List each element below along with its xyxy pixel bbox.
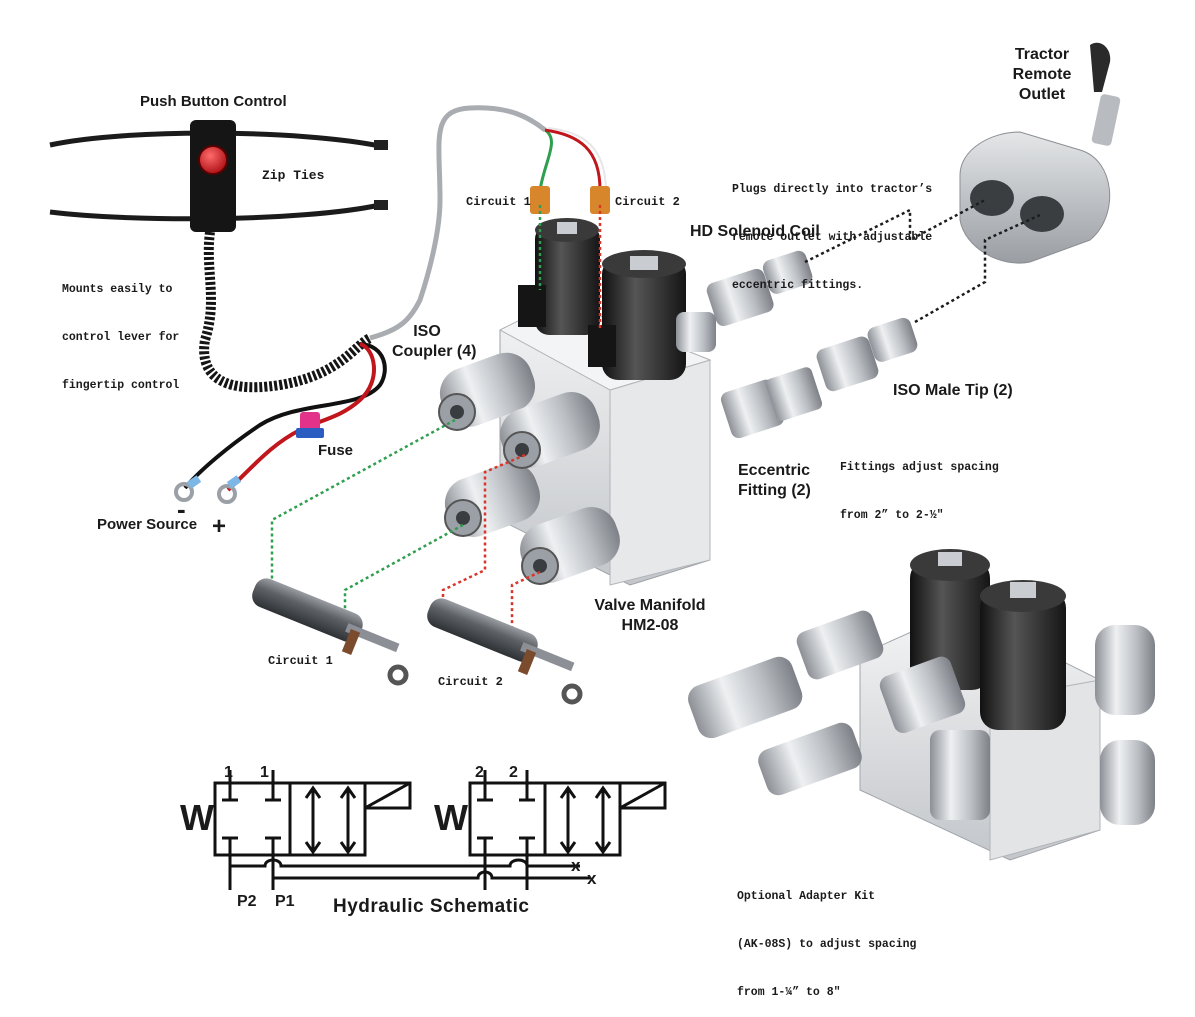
hydraulic-schematic xyxy=(213,770,667,890)
schematic-port-v2-a: 2 xyxy=(475,764,484,781)
grey-cable xyxy=(369,105,547,341)
eccentric-fitting xyxy=(720,367,823,439)
push-button-control xyxy=(49,105,547,393)
tractor-outlet-label-line-2: Remote xyxy=(1012,66,1072,83)
plugs-note-line-1: Plugs directly into tractor’s xyxy=(732,183,933,196)
valve-manifold-label-line-2: HM2-08 xyxy=(621,617,679,634)
iso-coupler-label: ISO Coupler (4) xyxy=(392,322,477,362)
adapter-note-line-1: Optional Adapter Kit xyxy=(737,890,876,903)
power-wiring xyxy=(174,342,387,504)
connector-wires xyxy=(530,127,610,214)
push-button-label: Push Button Control xyxy=(140,93,287,110)
adapter-note: Optional Adapter Kit (AK-08S) to adjust … xyxy=(737,857,916,1017)
schematic-port-v1-a: 1 xyxy=(224,764,233,781)
tractor-remote-outlet xyxy=(959,42,1121,264)
adapter-note-line-2: (AK-08S) to adjust spacing xyxy=(737,938,917,951)
cylinder2-label: Circuit 2 xyxy=(438,675,503,689)
solenoid-coil-2 xyxy=(602,258,686,380)
mounts-note: Mounts easily to control lever for finge… xyxy=(62,250,179,410)
valve-manifold-label: Valve Manifold HM2-08 xyxy=(590,596,710,636)
iso-coupler-label-line-2: Coupler (4) xyxy=(392,343,477,360)
schematic-title: Hydraulic Schematic xyxy=(333,896,530,917)
eccentric-fitting-label-line-2: Fitting (2) xyxy=(738,482,811,499)
eccentric-fitting-label-line-1: Eccentric xyxy=(738,462,811,479)
fuse-label: Fuse xyxy=(318,442,354,459)
circuit1-connector xyxy=(530,186,550,214)
outlet-lever xyxy=(1090,42,1111,92)
schematic-x1: x xyxy=(571,856,581,875)
valve-manifold-label-line-1: Valve Manifold xyxy=(594,597,706,614)
fittings-note-line-1: Fittings adjust spacing xyxy=(840,461,999,474)
schematic-x2: x xyxy=(587,869,597,888)
zip-tie-head-top xyxy=(374,140,388,150)
adapter-kit-manifold xyxy=(688,549,1155,861)
schematic-p1: P1 xyxy=(275,893,295,910)
positive-terminal xyxy=(217,484,237,504)
adapter-note-line-3: from 1-¼” to 8" xyxy=(737,986,841,999)
plugs-note-line-2: remote outlet with adjustable xyxy=(732,231,933,244)
tractor-outlet-label-line-1: Tractor xyxy=(1014,46,1070,63)
button-housing xyxy=(190,120,236,232)
hd-solenoid-label: HD Solenoid Coil xyxy=(690,223,820,240)
iso-male-tip xyxy=(706,250,918,392)
cylinder1-label: Circuit 1 xyxy=(268,654,333,668)
tractor-outlet-label-line-3: Outlet xyxy=(1018,86,1066,103)
mounts-note-line-3: fingertip control xyxy=(62,379,180,392)
iso-coupler xyxy=(438,352,620,585)
fittings-note-line-2: from 2” to 2-½" xyxy=(840,509,944,522)
schematic-valve1-letter: W xyxy=(180,797,214,838)
mounts-note-line-2: control lever for xyxy=(62,331,180,344)
valve-manifold xyxy=(438,218,716,586)
hydraulic-cylinder-1 xyxy=(252,578,409,686)
plugs-note: Plugs directly into tractor’s remote out… xyxy=(732,150,932,310)
illustration xyxy=(49,42,1155,890)
schematic-p2: P2 xyxy=(237,893,257,910)
zip-tie-head-bottom xyxy=(374,200,388,210)
hydraulic-cylinder-2 xyxy=(427,598,583,705)
plugs-note-line-3: eccentric fittings. xyxy=(732,279,864,292)
circuit2-connector-label: Circuit 2 xyxy=(615,195,680,209)
fittings-note: Fittings adjust spacing from 2” to 2-½" xyxy=(840,428,999,540)
leader-lines xyxy=(270,198,1041,640)
eccentric-fitting-label: Eccentric Fitting (2) xyxy=(738,461,811,501)
zip-ties-label: Zip Ties xyxy=(262,168,325,183)
tractor-outlet-label: Tractor Remote Outlet xyxy=(1002,45,1082,105)
minus-sign: - xyxy=(177,494,186,524)
iso-coupler-label-line-1: ISO xyxy=(413,323,441,340)
schematic-port-v2-b: 2 xyxy=(509,764,518,781)
circuit1-connector-label: Circuit 1 xyxy=(466,195,531,209)
fuse-holder xyxy=(296,428,324,438)
schematic-valve2-letter: W xyxy=(434,797,468,838)
red-push-button xyxy=(198,145,228,175)
coiled-cord xyxy=(199,231,373,393)
circuit2-connector xyxy=(590,186,610,214)
negative-terminal xyxy=(174,482,194,502)
iso-male-tip-label: ISO Male Tip (2) xyxy=(893,382,1013,399)
schematic-port-v1-b: 1 xyxy=(260,764,269,781)
plus-sign: + xyxy=(212,513,227,540)
mounts-note-line-1: Mounts easily to xyxy=(62,283,173,296)
solenoid-coil-1 xyxy=(535,225,600,335)
power-source-label: Power Source xyxy=(97,516,198,533)
